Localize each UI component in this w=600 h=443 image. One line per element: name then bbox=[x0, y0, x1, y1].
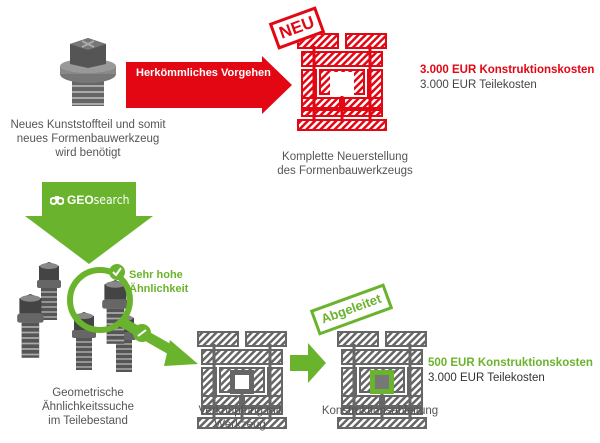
parts-cost-geosearch: 3.000 EUR Teilekosten bbox=[428, 372, 545, 384]
derived-mold-icon bbox=[336, 330, 428, 434]
label-line: Ähnlichkeit bbox=[129, 283, 189, 295]
binoculars-icon bbox=[50, 196, 64, 205]
design-cost-geosearch: 500 EUR Konstruktionskosten bbox=[428, 357, 593, 369]
search-text: search bbox=[93, 193, 130, 207]
link-caption: Verknüpfung mit Werkzeug bbox=[170, 404, 310, 432]
caption-line: Werkzeug bbox=[214, 419, 266, 431]
parts-cost-conventional: 3.000 EUR Teilekosten bbox=[420, 79, 537, 91]
geo-text: GEO bbox=[67, 193, 94, 207]
label-line: Sehr hohe bbox=[129, 269, 183, 281]
existing-mold-icon bbox=[196, 330, 288, 434]
similarity-label: Sehr hohe Ähnlichkeit bbox=[129, 268, 188, 296]
derive-caption: Konstruktionsableitung bbox=[321, 405, 439, 417]
caption-line: Komplette Neuerstellung bbox=[282, 151, 408, 163]
bolt-icon bbox=[72, 312, 96, 370]
conventional-arrow-label: Herkömmliches Vorgehen bbox=[136, 67, 271, 79]
caption-line: wird benötigt bbox=[55, 147, 121, 159]
mold-caption: Komplette Neuerstellung des Formenbauwer… bbox=[260, 150, 430, 178]
caption-line: Verknüpfung mit bbox=[198, 405, 282, 417]
magnifier-icon bbox=[67, 267, 133, 333]
caption-line: Ähnlichkeitssuche bbox=[41, 401, 135, 413]
derived-stamp: Abgeleitet bbox=[309, 283, 394, 336]
plastic-part-icon bbox=[60, 38, 116, 106]
parts-inventory bbox=[17, 262, 198, 372]
caption-line: Geometrische bbox=[52, 387, 124, 399]
conventional-arrow bbox=[126, 56, 292, 114]
design-cost-conventional: 3.000 EUR Konstruktionskosten bbox=[420, 64, 595, 76]
caption-line: des Formenbauwerkzeugs bbox=[277, 165, 413, 177]
bolt-icon bbox=[37, 262, 61, 320]
start-caption: Neues Kunststoffteil und somit neues For… bbox=[0, 118, 176, 160]
stamp-text: Abgeleitet bbox=[318, 290, 384, 327]
derive-arrow bbox=[290, 343, 326, 383]
caption-line: im Teilebestand bbox=[48, 415, 128, 427]
bolt-icon bbox=[17, 294, 44, 358]
new-mold-icon bbox=[296, 32, 388, 136]
caption-line: neues Formenbauwerkzeug bbox=[16, 133, 160, 145]
caption-line: Neues Kunststoffteil und somit bbox=[10, 119, 166, 131]
search-caption: Geometrische Ähnlichkeitssuche im Teileb… bbox=[0, 386, 176, 428]
